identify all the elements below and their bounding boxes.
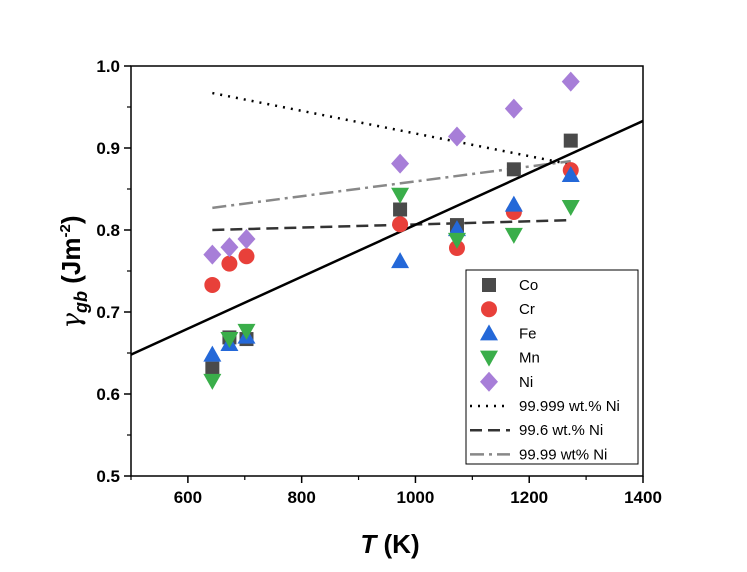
- legend-marker-mn: [480, 350, 498, 367]
- x-tick-label-2: 1000: [397, 488, 435, 507]
- x-tick-label-4: 1400: [624, 488, 662, 507]
- legend-marker-fe: [480, 324, 498, 341]
- y-tick-label-4: 0.9: [96, 139, 120, 158]
- point-cr-0: [204, 276, 221, 293]
- series-ni: [203, 71, 580, 265]
- legend-label-ni: Ni: [519, 374, 533, 391]
- legend-label-line-2: 99.99 wt% Ni: [519, 446, 607, 463]
- point-mn-5: [504, 227, 523, 244]
- data-markers: [203, 71, 580, 390]
- legend-label-mn: Mn: [519, 350, 540, 367]
- point-ni-5: [504, 98, 523, 119]
- point-mn-6: [561, 200, 580, 217]
- legend-marker-cr: [481, 301, 497, 318]
- point-co-5: [506, 162, 521, 177]
- x-tick-label-0: 600: [174, 488, 202, 507]
- legend-label-cr: Cr: [519, 301, 535, 318]
- legend-label-fe: Fe: [519, 325, 537, 342]
- point-cr-3: [392, 216, 409, 233]
- legend-label-co: Co: [519, 277, 538, 294]
- point-ni-3: [391, 153, 410, 174]
- point-fe-3: [391, 252, 410, 269]
- point-ni-6: [561, 71, 580, 92]
- point-cr-2: [238, 248, 255, 265]
- point-mn-3: [391, 187, 410, 204]
- point-cr-1: [221, 255, 238, 272]
- point-ni-4: [447, 126, 466, 147]
- legend-label-line-1: 99.6 wt.% Ni: [519, 422, 603, 439]
- point-fe-5: [504, 195, 523, 212]
- y-tick-label-5: 1.0: [96, 57, 120, 76]
- line-dashed-1: [212, 218, 571, 232]
- point-mn-1: [220, 332, 239, 349]
- legend-box: [465, 269, 639, 465]
- legend-marker-co: [482, 278, 496, 292]
- legend-label-line-0: 99.999 wt.% Ni: [519, 398, 620, 415]
- point-ni-0: [203, 244, 222, 265]
- series-fe: [203, 166, 580, 362]
- y-tick-label-2: 0.7: [96, 303, 120, 322]
- point-fe-0: [203, 345, 222, 362]
- x-axis-title: T (K): [360, 529, 419, 559]
- point-fe-6: [561, 166, 580, 183]
- x-tick-label-1: 800: [287, 488, 315, 507]
- line-dotted-0: [212, 91, 571, 166]
- point-ni-1: [220, 237, 239, 258]
- y-tick-label-1: 0.6: [96, 385, 120, 404]
- point-mn-0: [203, 373, 222, 390]
- point-co-3: [393, 202, 408, 217]
- point-ni-2: [237, 229, 256, 250]
- y-axis-title: γgb (Jm-2): [56, 215, 91, 328]
- y-tick-label-0: 0.5: [96, 467, 120, 486]
- point-mn-4: [447, 232, 466, 249]
- series-mn: [203, 187, 580, 390]
- point-co-0: [205, 361, 220, 376]
- line-solid-3: [131, 119, 643, 356]
- x-tick-label-3: 1200: [510, 488, 548, 507]
- point-co-6: [563, 133, 578, 148]
- axes: 600 800 1000 1200 1400 0.5 0.6 0.7 0.8 0.9 1.0: [96, 57, 662, 507]
- legend-marker-ni: [480, 371, 498, 392]
- y-tick-label-3: 0.8: [96, 221, 120, 240]
- point-mn-2: [237, 323, 256, 340]
- point-fe-4: [447, 220, 466, 237]
